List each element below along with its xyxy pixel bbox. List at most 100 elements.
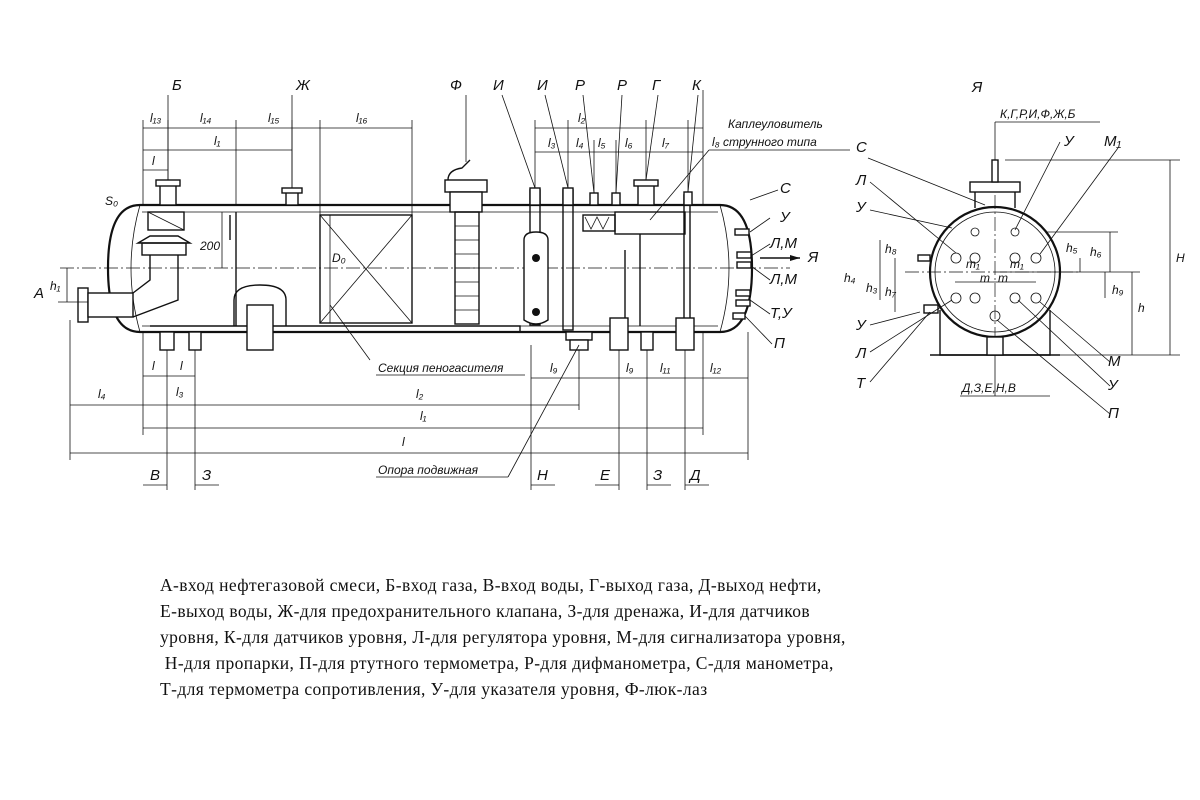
side-title: Я	[971, 79, 983, 96]
foam-section-box	[319, 214, 413, 324]
side-label-p: П	[1108, 405, 1119, 422]
label-n: Н	[537, 467, 548, 484]
side-label-s: С	[856, 139, 867, 156]
foam-section-label: Секция пеногасителя	[378, 361, 504, 375]
side-label-l1: Л	[855, 172, 867, 189]
top-dim-labels: l₁₃ l₁₄ l₁₅ l₁₆ l₁ l l₂ l₃ l₄ l₅ l₆ l₇	[150, 111, 670, 168]
dimension-lines	[69, 90, 850, 490]
top-nozzles	[155, 179, 693, 206]
label-i2: И	[537, 77, 548, 94]
dim-l1-top: l₁	[214, 134, 221, 148]
side-h8: h₈	[885, 242, 897, 256]
dim-l9-b2: l₉	[626, 361, 634, 375]
side-h5: h₅	[1066, 241, 1078, 255]
label-d: Д	[688, 467, 701, 484]
label-u: У	[779, 209, 791, 226]
dim-l3-b: l₃	[176, 385, 184, 399]
label-g: Г	[652, 77, 662, 94]
dim-l2-top: l₂	[578, 111, 586, 125]
side-bottom-label: Д,З,Е,Н,В	[960, 381, 1016, 395]
side-H: H	[1176, 251, 1185, 265]
label-f: Ф	[450, 77, 462, 94]
label-b: Б	[172, 77, 182, 94]
legend: А-вход нефтегазовой смеси, Б-вход газа, …	[160, 572, 1140, 702]
bottom-weir	[233, 284, 287, 351]
dim-l15: l₁₅	[268, 111, 279, 125]
side-m1b: m₁	[1010, 257, 1024, 271]
dim-l6-top: l₆	[625, 136, 633, 150]
support-label: Опора подвижная	[378, 463, 479, 477]
label-zh: Ж	[295, 77, 311, 94]
droplet-catcher-label: Каплеуловитель	[728, 117, 823, 131]
dim-l14: l₁₄	[200, 111, 211, 125]
label-ya: Я	[807, 249, 819, 266]
bottom-nozzles	[159, 317, 695, 351]
label-k: К	[692, 77, 702, 94]
side-top-label: К,Г,Р,И,Ф,Ж,Б	[1000, 107, 1076, 121]
label-s: С	[780, 180, 791, 197]
dim-l9-b1: l₉	[550, 361, 558, 375]
dim-l-top: l	[152, 154, 155, 168]
side-h4: h₄	[844, 271, 856, 285]
side-label-m1: М₁	[1104, 133, 1121, 150]
bottom-dim-labels: l l l₃ l₄ l₂ l₁ l l₉ l₉ l₁₁ l₁₂	[98, 359, 721, 449]
dim-l5-top: l₅	[598, 136, 606, 150]
label-p: П	[774, 335, 785, 352]
side-ma: m	[980, 271, 990, 285]
side-h7: h₇	[885, 285, 897, 299]
label-v: В	[150, 467, 160, 484]
dim-l-b3: l	[402, 435, 405, 449]
side-mb: m	[998, 271, 1008, 285]
dim-l7-top: l₇	[662, 136, 670, 150]
legend-line: Н-для пропарки, П-для ртутного термометр…	[160, 653, 834, 673]
side-label-t: Т	[856, 375, 867, 392]
label-r1: Р	[575, 77, 585, 94]
label-z1: З	[202, 467, 211, 484]
side-h6: h₆	[1090, 245, 1102, 259]
right-head-nozzles	[732, 228, 800, 320]
dim-l16: l₁₆	[356, 111, 367, 125]
droplet-catcher-sublabel: l₈ струнного типа	[712, 135, 817, 149]
label-lm2: Л,М	[769, 271, 797, 288]
side-view-labels: Я К,Г,Р,И,Ф,Ж,Б С Л У У Л Т У М₁ М У П Д…	[844, 79, 1185, 422]
dim-l1-b: l₁	[420, 409, 427, 423]
label-e: Е	[600, 467, 611, 484]
top-labels: Б Ж Ф И И Р Р Г К	[172, 77, 702, 94]
level-float	[523, 189, 574, 331]
side-h: h	[1138, 301, 1145, 315]
side-view	[867, 121, 1180, 415]
label-r2: Р	[617, 77, 627, 94]
label-200: 200	[199, 239, 220, 253]
label-wall: S₀	[105, 194, 118, 208]
side-label-u3: У	[1063, 133, 1075, 150]
label-i1: И	[493, 77, 504, 94]
label-tu: Т,У	[770, 305, 793, 322]
inlet-nozzle	[58, 235, 193, 323]
side-m1a: m₁	[966, 257, 980, 271]
side-label-u4: У	[1107, 377, 1119, 394]
manhole-ladder	[444, 159, 488, 325]
side-label-u2: У	[855, 317, 867, 334]
label-lm1: Л,М	[769, 235, 797, 252]
legend-line: А-вход нефтегазовой смеси, Б-вход газа, …	[160, 575, 822, 595]
legend-line: Т-для термометра сопротивления, У-для ук…	[160, 679, 708, 699]
legend-line: Е-выход воды, Ж-для предохранительного к…	[160, 601, 811, 621]
dim-l12-b: l₁₂	[710, 361, 721, 375]
dim-l11-b: l₁₁	[660, 361, 670, 375]
dim-l4-top: l₄	[576, 136, 584, 150]
legend-line: уровня, К-для датчиков уровня, Л-для рег…	[160, 627, 846, 647]
side-label-l2: Л	[855, 345, 867, 362]
droplet-catcher	[582, 211, 686, 326]
dim-l3-top: l₃	[548, 136, 556, 150]
label-d0: D₀	[332, 251, 346, 265]
gas-inlet-box	[147, 211, 237, 326]
label-h1: h₁	[50, 279, 61, 293]
dim-l13: l₁₃	[150, 111, 161, 125]
dim-l4-b: l₄	[98, 387, 106, 401]
side-label-u1: У	[855, 199, 867, 216]
side-h9: h₉	[1112, 283, 1124, 297]
bottom-labels: В З Н Е З Д	[150, 467, 701, 484]
side-label-m: М	[1108, 353, 1121, 370]
dim-l2-b: l₂	[416, 387, 424, 401]
